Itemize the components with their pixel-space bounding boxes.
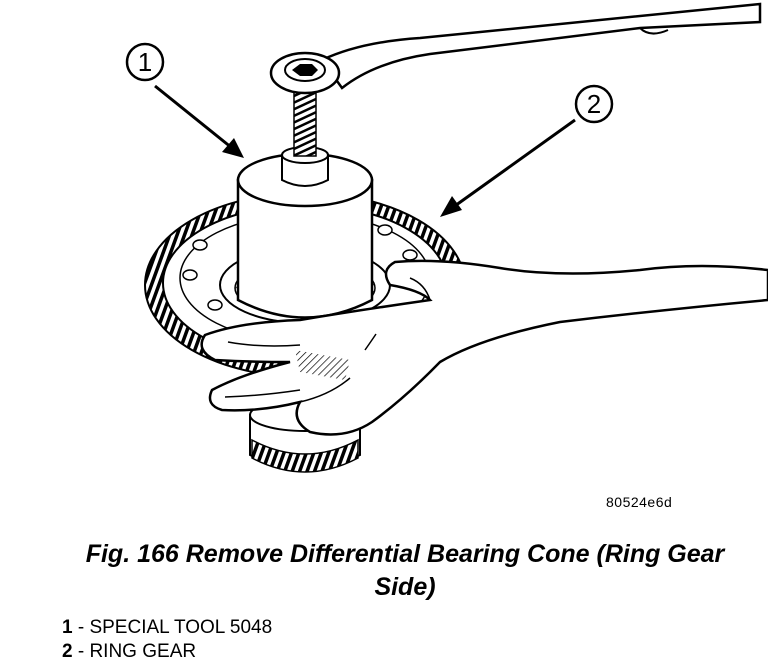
hand xyxy=(200,259,768,436)
legend-text: - SPECIAL TOOL 5048 xyxy=(72,617,273,638)
special-tool-puller xyxy=(236,89,374,319)
callout-2: 2 xyxy=(574,84,614,124)
legend-number: 2 xyxy=(62,641,73,662)
legend: 1 - SPECIAL TOOL 5048 2 - RING GEAR xyxy=(62,616,272,664)
callout-1-leader xyxy=(154,84,244,158)
legend-text: - RING GEAR xyxy=(72,641,197,662)
figure-caption: Fig. 166 Remove Differential Bearing Con… xyxy=(85,540,725,601)
figure-illustration: 1 2 xyxy=(125,2,768,473)
image-code: 80524e6d xyxy=(606,494,673,510)
legend-item: 2 - RING GEAR xyxy=(62,640,272,664)
callout-1: 1 xyxy=(125,42,165,82)
callout-2-leader xyxy=(440,118,576,217)
svg-text:2: 2 xyxy=(587,89,601,119)
legend-number: 1 xyxy=(62,617,73,638)
legend-item: 1 - SPECIAL TOOL 5048 xyxy=(62,616,272,640)
wrench xyxy=(269,2,762,95)
svg-text:1: 1 xyxy=(138,47,152,77)
